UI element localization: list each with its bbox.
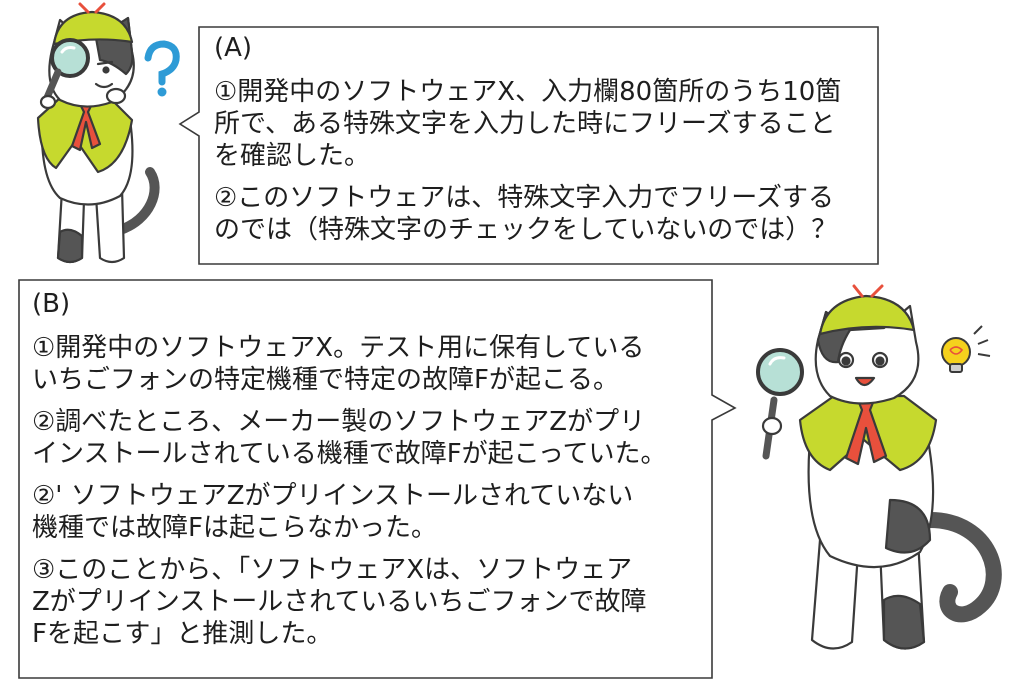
deerstalker-hat [52,10,134,46]
panel-b-item-1: ①開発中のソフトウェアX。テスト用に保有している いちごフォンの特定機種で特定の… [32,333,645,395]
speech-bubble-b [18,279,737,679]
magnifying-glass-icon [756,348,804,396]
panel-a-item-1: ①開発中のソフトウェアX、入力欄80箇所のうち10箇 所で、ある特殊文字を入力し… [214,77,842,171]
bow-tie [70,102,102,152]
panel-b-item-2: ②調べたところ、メーカー製のソフトウェアZがプリ インストールされている機種で故… [32,407,667,469]
bow-tie [844,398,888,466]
cat-detective-b [756,284,1002,650]
panel-a-label: (A) [214,33,253,63]
panel-b: (B) ①開発中のソフトウェアX。テスト用に保有している いちごフォンの特定機種… [32,288,722,660]
panel-b-item-4: ③このことから、「ソフトウェアXは、ソフトウェア Zがプリインストールされている… [32,555,647,649]
question-mark-icon [144,40,180,97]
light-bulb-icon [941,325,991,373]
panel-b-label: (B) [32,289,71,319]
panel-b-item-3: ②' ソフトウェアZがプリインストールされていない 機種では故障Fは起こらなかっ… [32,481,634,543]
panel-a-item-2: ②このソフトウェアは、特殊文字入力でフリーズする のでは（特殊文字のチェックをし… [214,183,838,245]
speech-bubble-a [178,26,879,265]
deerstalker-hat [818,294,916,336]
cat-detective-a [36,2,160,264]
magnifying-glass-icon [50,38,90,78]
panel-a: (A) ①開発中のソフトウェアX、入力欄80箇所のうち10箇 所で、ある特殊文字… [214,32,874,256]
